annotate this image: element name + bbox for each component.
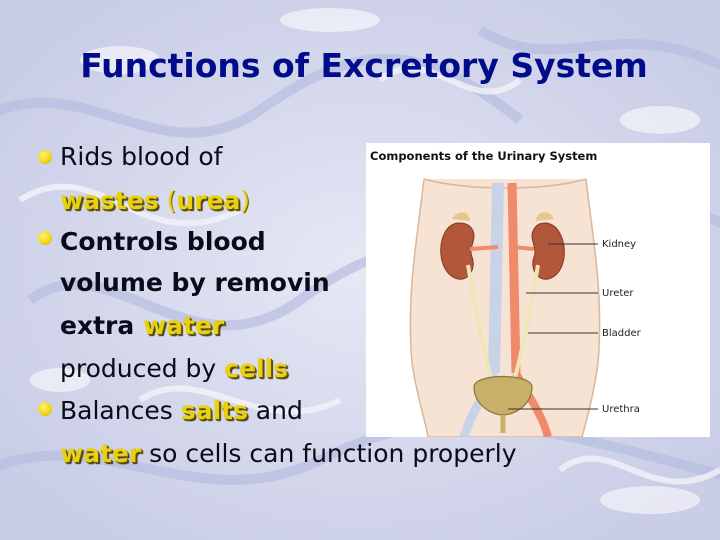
bullet-3-line-1: Balances salts and xyxy=(60,396,303,425)
bullet-marker xyxy=(38,402,52,416)
figure-title: Components of the Urinary System xyxy=(370,149,598,163)
highlight-cells: cells xyxy=(224,354,288,383)
bullet-3-line-2: water so cells can function properly xyxy=(60,439,517,468)
label-ureter: Ureter xyxy=(602,288,634,299)
slide-title: Functions of Excretory System xyxy=(80,46,648,85)
highlight-water: water xyxy=(142,311,225,340)
bullet-2-line-1: Controls blood xyxy=(60,227,266,256)
highlight-water-2: water xyxy=(60,439,142,468)
bullet-marker xyxy=(38,150,52,164)
bullet-1-line-1: Rids blood of xyxy=(60,142,223,171)
bullet-2-line-2: volume by removin xyxy=(60,268,330,297)
highlight-wastes: wastes xyxy=(60,186,159,215)
urinary-system-figure: Components of the Urinary System Kidney … xyxy=(366,143,710,437)
highlight-urea: urea xyxy=(176,186,241,215)
bullet-marker xyxy=(38,231,52,245)
label-kidney: Kidney xyxy=(602,239,637,250)
label-urethra: Urethra xyxy=(602,404,640,415)
bullet-2-line-4: produced by cells xyxy=(60,354,288,383)
bullet-2-line-3: extra water xyxy=(60,311,225,340)
bullet-1-line-2: wastes (urea) xyxy=(60,186,251,215)
highlight-salts: salts xyxy=(180,396,248,425)
urinary-system-illustration xyxy=(409,178,601,437)
label-bladder: Bladder xyxy=(602,328,641,339)
